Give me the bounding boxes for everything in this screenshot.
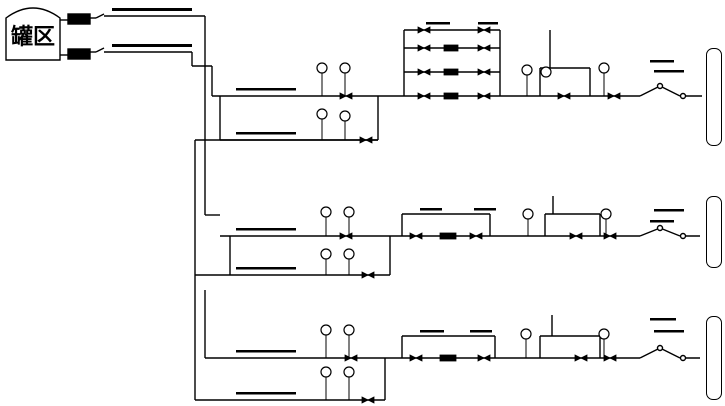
destination-box-3 bbox=[706, 316, 722, 400]
tank-area-symbol bbox=[5, 7, 61, 61]
destination-box-1 bbox=[706, 48, 722, 146]
destination-box-2 bbox=[706, 196, 722, 268]
tank-area-label: 罐区 bbox=[10, 24, 55, 50]
